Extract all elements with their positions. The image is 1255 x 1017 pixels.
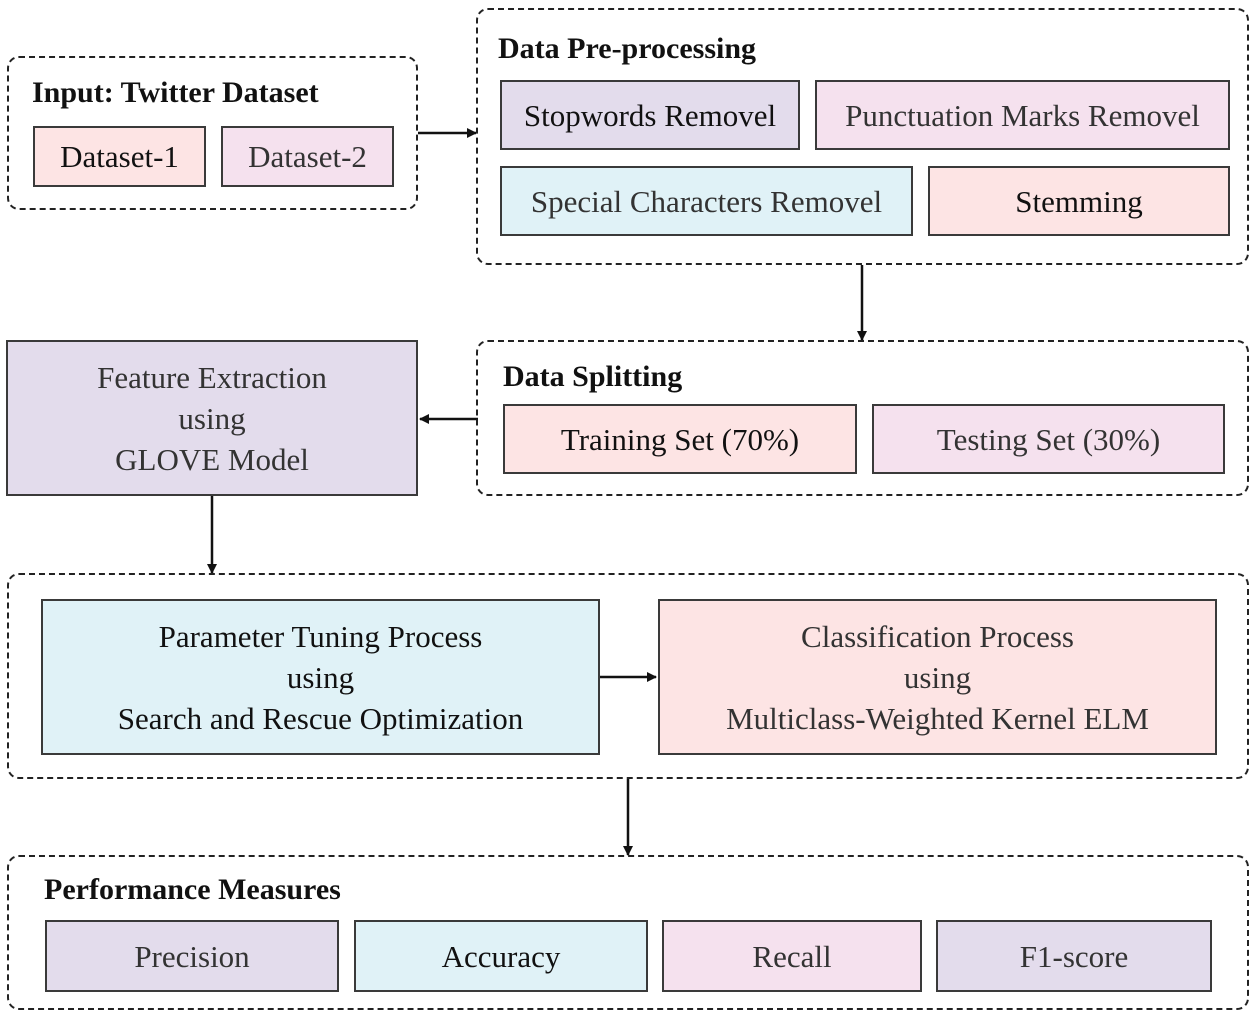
stopwords-box: Stopwords Removel: [500, 80, 800, 150]
f1-score-box: F1-score: [936, 920, 1212, 992]
special-characters-box: Special Characters Removel: [500, 166, 913, 236]
splitting-title: Data Splitting: [503, 360, 683, 393]
feature-extraction-line-3: GLOVE Model: [115, 441, 309, 477]
recall-box: Recall: [662, 920, 922, 992]
classification-line-2: using: [903, 659, 972, 695]
testing-set-box: Testing Set (30%): [872, 404, 1225, 474]
feature-extraction-box: Feature Extraction using GLOVE Model: [6, 340, 418, 496]
splitting-group: Data Splitting Training Set (70%) Testin…: [476, 340, 1249, 496]
parameter-tuning-line-2: using: [286, 659, 355, 695]
input-title: Input: Twitter Dataset: [32, 76, 319, 109]
classification-box: Classification Process using Multiclass-…: [658, 599, 1217, 755]
parameter-tuning-line-1: Parameter Tuning Process: [158, 618, 483, 654]
accuracy-box: Accuracy: [354, 920, 648, 992]
stemming-box: Stemming: [928, 166, 1230, 236]
input-group: Input: Twitter Dataset Dataset-1 Dataset…: [7, 56, 418, 210]
parameter-tuning-line-3: Search and Rescue Optimization: [117, 700, 524, 736]
classification-line-1: Classification Process: [801, 618, 1074, 654]
feature-extraction-line-2: using: [178, 400, 246, 436]
training-set-box: Training Set (70%): [503, 404, 857, 474]
preprocessing-group: Data Pre-processing Stopwords Removel Pu…: [476, 8, 1249, 265]
performance-title: Performance Measures: [44, 873, 341, 906]
dataset-1-box: Dataset-1: [33, 126, 206, 187]
dataset-2-box: Dataset-2: [221, 126, 394, 187]
preprocessing-title: Data Pre-processing: [498, 32, 757, 65]
feature-extraction-line-1: Feature Extraction: [97, 359, 327, 395]
classification-line-3: Multiclass-Weighted Kernel ELM: [726, 700, 1149, 736]
precision-box: Precision: [45, 920, 339, 992]
performance-group: Performance Measures Precision Accuracy …: [7, 855, 1249, 1010]
model-group: Parameter Tuning Process using Search an…: [7, 573, 1249, 779]
punctuation-box: Punctuation Marks Removel: [815, 80, 1230, 150]
parameter-tuning-box: Parameter Tuning Process using Search an…: [41, 599, 600, 755]
